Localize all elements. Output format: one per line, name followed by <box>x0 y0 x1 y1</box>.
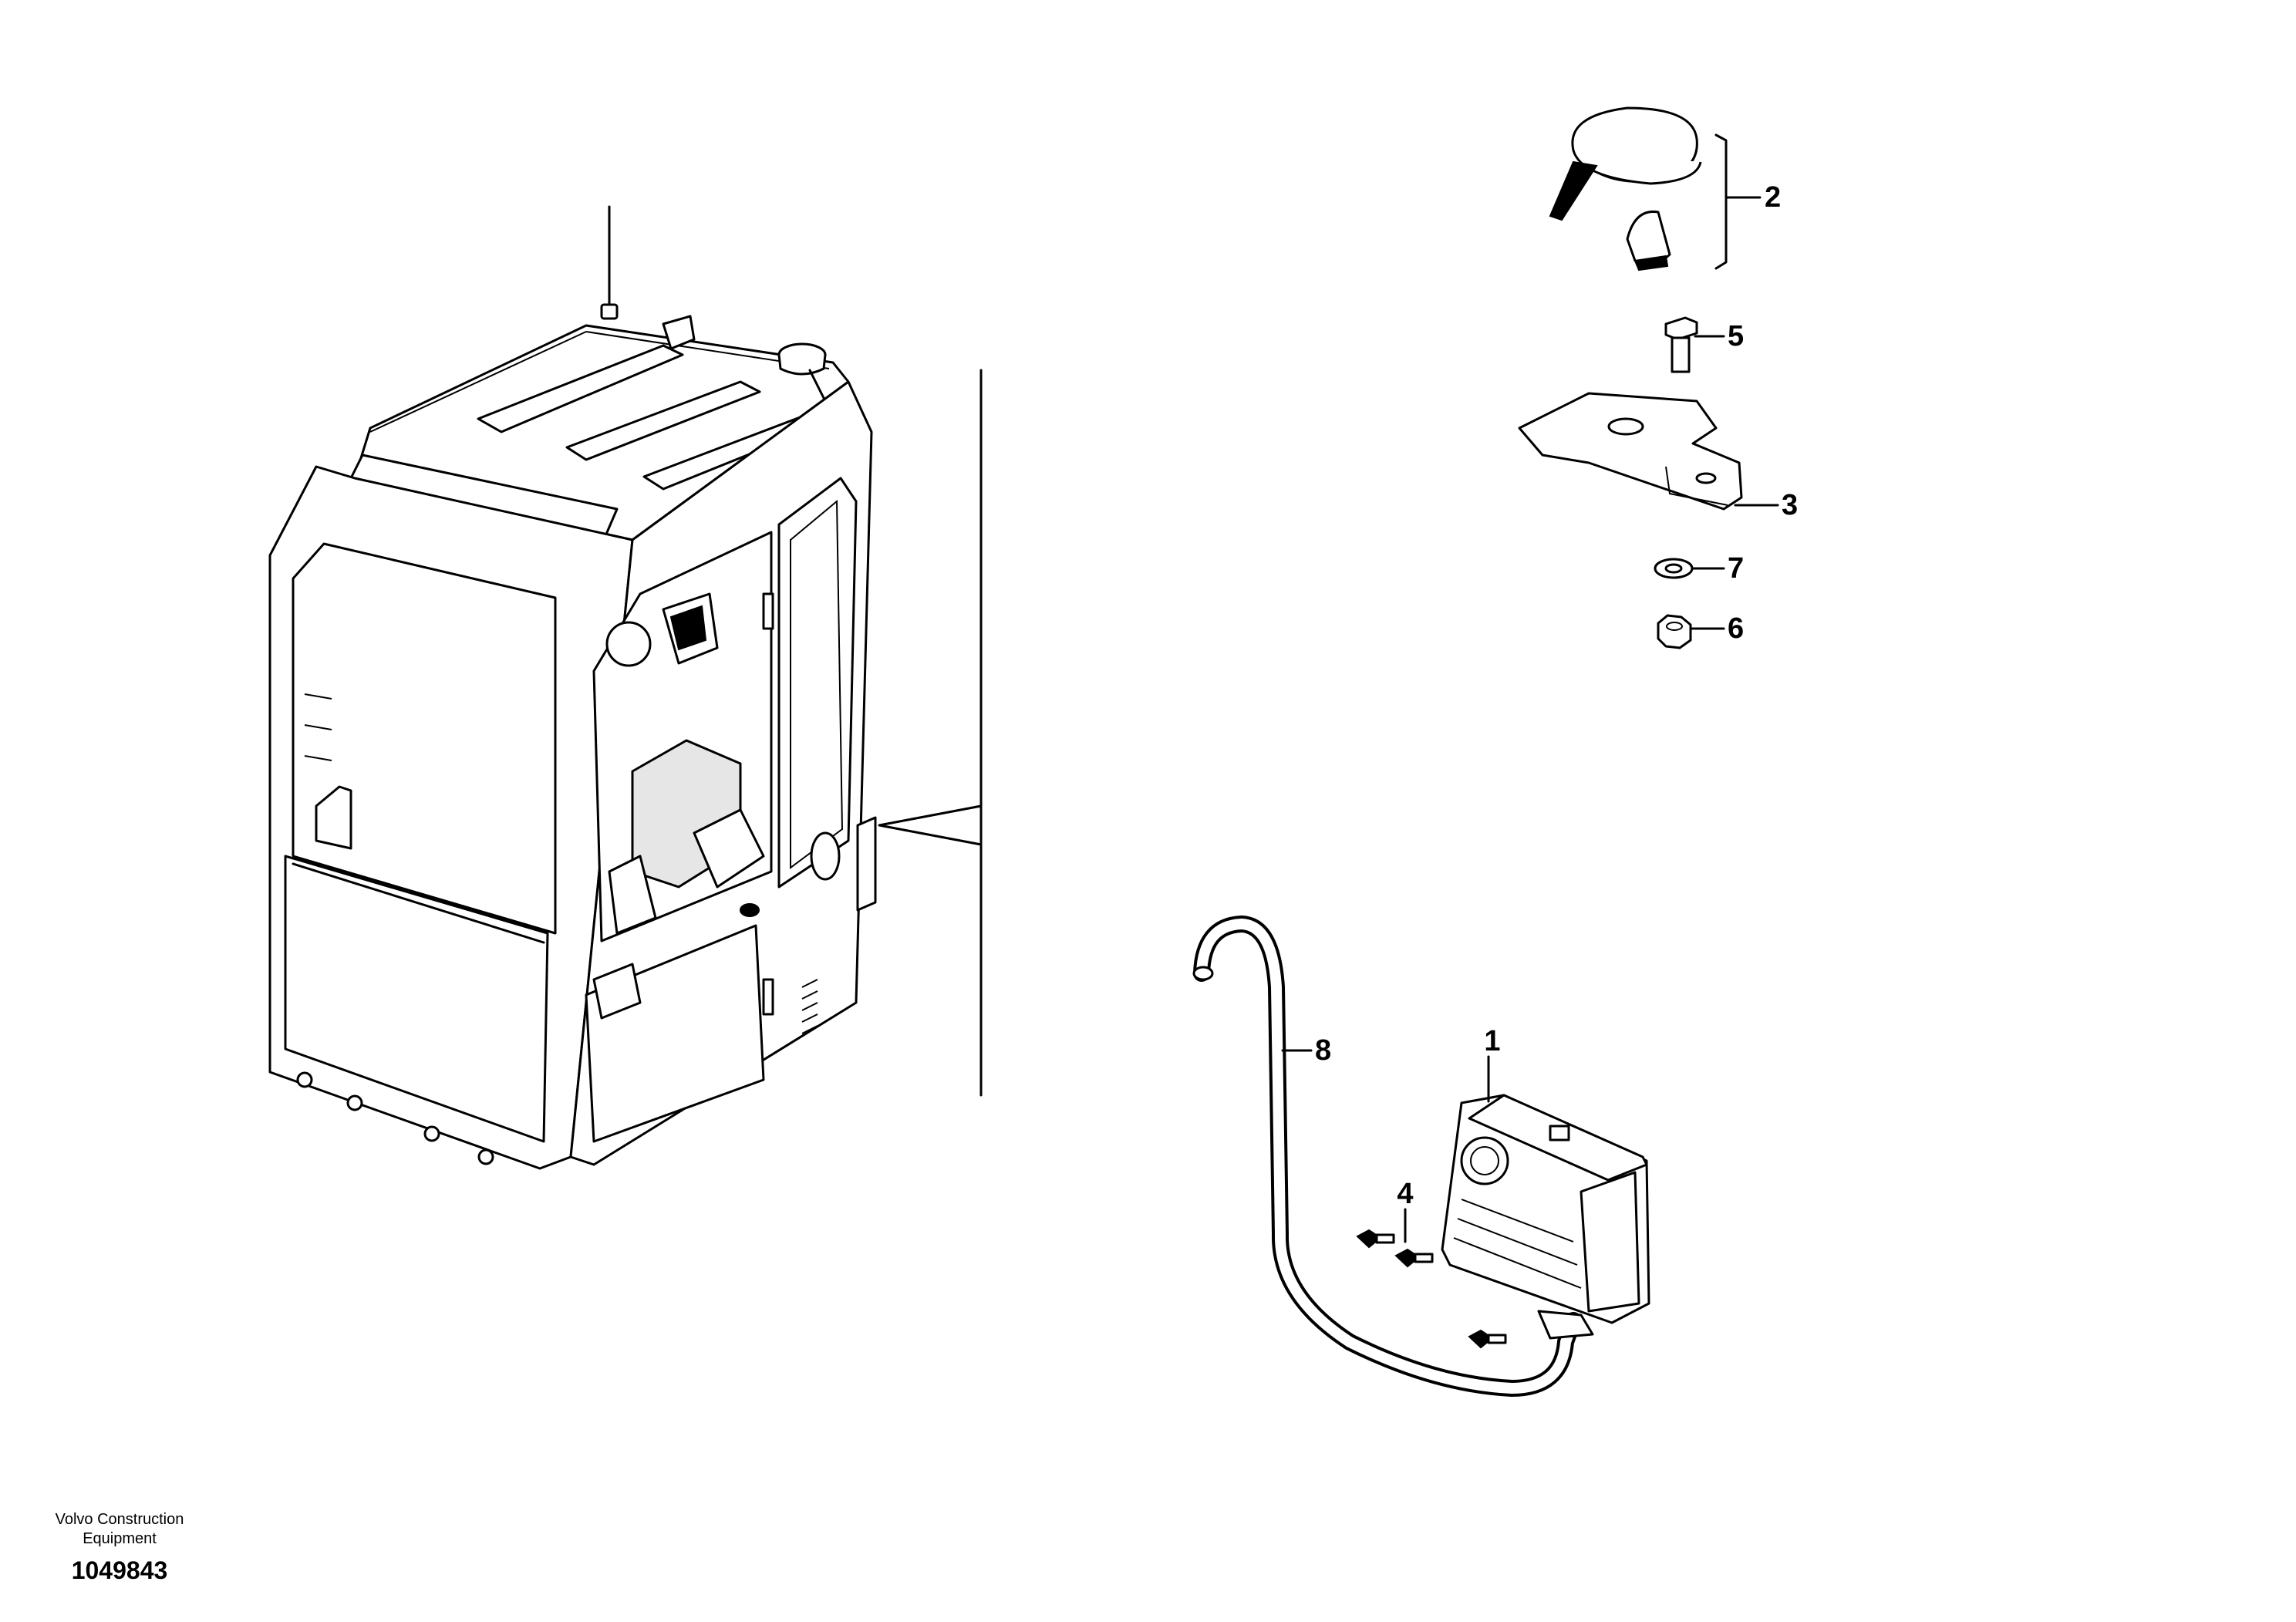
part-8-harness <box>1192 915 1582 1398</box>
part-3-plate <box>1518 392 1743 511</box>
part-1-unit <box>1441 1094 1650 1340</box>
part-2-bulb <box>1626 210 1671 271</box>
callout-1: 1 <box>1484 1025 1500 1057</box>
drawing-number: 1049843 <box>71 1556 168 1584</box>
cab-illustration <box>268 205 877 1170</box>
company-line-1: Volvo Construction <box>55 1511 184 1528</box>
part-4-screws <box>1356 1229 1507 1349</box>
company-line-2: Equipment <box>83 1530 157 1547</box>
callout-2: 2 <box>1765 181 1781 214</box>
part-5-bolt <box>1664 316 1698 373</box>
callout-5: 5 <box>1728 320 1744 352</box>
company-name: Volvo Construction Equipment <box>31 1510 208 1549</box>
cab-reference-bracket <box>878 369 983 1097</box>
part-2-beacon <box>1549 106 1702 221</box>
part-6-nut <box>1657 614 1692 649</box>
callout-6: 6 <box>1728 612 1744 645</box>
side-vent <box>801 979 818 1034</box>
callout-8: 8 <box>1315 1034 1331 1067</box>
callout-4: 4 <box>1397 1178 1413 1210</box>
callout-3: 3 <box>1782 489 1798 521</box>
callout-7: 7 <box>1728 552 1744 585</box>
beacon-on-cab <box>777 342 846 403</box>
part-7-washer <box>1654 558 1694 579</box>
